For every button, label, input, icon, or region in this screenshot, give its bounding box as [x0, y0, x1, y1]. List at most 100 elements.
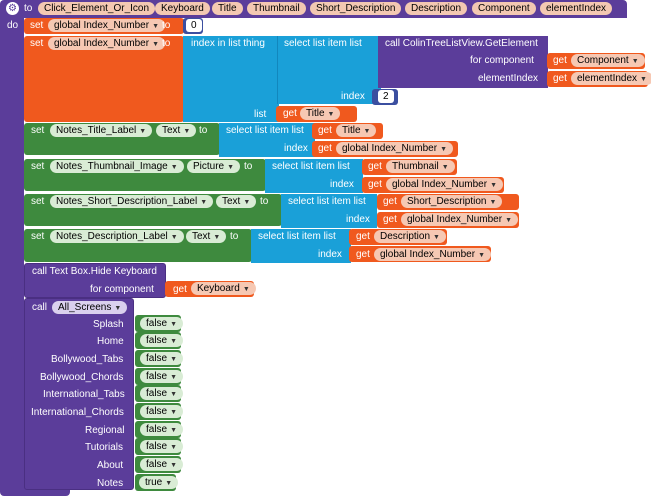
select-list-item-label: select list item list	[288, 196, 366, 208]
procedure-dropdown[interactable]: All_Screens▼	[52, 301, 128, 314]
property-dropdown[interactable]: Text▼	[186, 230, 227, 243]
get-list-dropdown[interactable]: Description▼	[374, 230, 446, 243]
dropdown-arrow-icon: ▼	[165, 480, 173, 487]
arg-label-notes: Notes	[97, 478, 124, 489]
set-keyword: set	[30, 20, 44, 31]
index-in-list-block[interactable]	[183, 36, 279, 122]
gear-icon[interactable]: ⚙	[6, 2, 19, 15]
component-dropdown[interactable]: Notes_Short_Description_Label▼	[50, 195, 214, 208]
dropdown-arrow-icon: ▼	[170, 444, 178, 451]
select-list-item-text: select list item	[288, 196, 351, 207]
get-index-dropdown[interactable]: global Index_Number▼	[401, 213, 518, 226]
get-keyword: get	[368, 161, 382, 172]
set-keyword: set	[31, 125, 45, 136]
select-list-item-block[interactable]	[281, 194, 377, 228]
arg-label-home: Home	[97, 336, 124, 347]
select-list-item-block[interactable]	[251, 229, 351, 263]
dropdown-arrow-icon: ▼	[505, 217, 512, 224]
param-name: Keyboard	[197, 283, 240, 294]
for-component-label: for component	[470, 55, 534, 66]
call-keyword: call	[32, 302, 48, 313]
list-keyword: list	[254, 109, 267, 120]
var-dropdown[interactable]: global Index_Number▼	[48, 37, 165, 50]
index-label: index	[330, 179, 354, 190]
set-keyword: set	[31, 196, 45, 207]
number-value[interactable]: 2	[378, 90, 394, 103]
dropdown-arrow-icon: ▼	[170, 409, 178, 416]
property-name: Text	[162, 125, 181, 136]
component-dropdown[interactable]: Notes_Title_Label▼	[50, 124, 153, 137]
boolean-value: true	[145, 477, 163, 488]
var-name: global Index_Number	[54, 38, 150, 49]
get-index-dropdown[interactable]: global Index_Number▼	[386, 178, 503, 191]
boolean-dropdown[interactable]: false▼	[140, 405, 184, 418]
boolean-dropdown[interactable]: true▼	[139, 476, 179, 489]
hide-keyboard-label: call Text Box.Hide Keyboard	[32, 266, 157, 277]
select-list-item-block[interactable]	[219, 123, 315, 157]
arg-label-bollywood-tabs: Bollywood_Tabs	[51, 354, 124, 365]
boolean-dropdown[interactable]: false▼	[140, 440, 184, 453]
boolean-dropdown[interactable]: false▼	[140, 370, 184, 383]
number-value[interactable]: 0	[186, 19, 202, 32]
component-name: Notes_Title_Label	[56, 125, 137, 136]
property-dropdown[interactable]: Picture▼	[187, 160, 241, 173]
select-list-item-text: select list item	[272, 161, 335, 172]
component-dropdown[interactable]: Notes_Description_Label▼	[50, 230, 184, 243]
dropdown-arrow-icon: ▼	[170, 338, 178, 345]
get-element-index-dropdown[interactable]: elementIndex▼	[571, 72, 651, 85]
get-list-dropdown[interactable]: Short_Description▼	[401, 195, 503, 208]
get-keyword: get	[383, 196, 397, 207]
var-dropdown[interactable]: global Index_Number▼	[48, 19, 165, 32]
get-index-dropdown[interactable]: global Index_Number▼	[336, 142, 453, 155]
param-description[interactable]: Description	[405, 2, 468, 15]
get-list-dropdown[interactable]: Title▼	[336, 124, 377, 137]
boolean-dropdown[interactable]: false▼	[140, 423, 184, 436]
get-element-call-block[interactable]	[378, 36, 548, 88]
set-keyword: set	[31, 161, 45, 172]
dropdown-arrow-icon: ▼	[183, 128, 191, 135]
get-keyboard-dropdown[interactable]: Keyboard▼	[191, 282, 256, 295]
boolean-dropdown[interactable]: false▼	[140, 317, 184, 330]
index-in-list-text: index in list	[191, 38, 241, 49]
hide-keyboard-call-block[interactable]	[24, 263, 166, 298]
get-component-dropdown[interactable]: Component▼	[571, 54, 645, 67]
component-name: Notes_Description_Label	[56, 231, 168, 242]
component-dropdown[interactable]: Notes_Thumbnail_Image▼	[50, 160, 184, 173]
property-dropdown[interactable]: Text▼	[156, 124, 197, 137]
param-keyboard[interactable]: Keyboard	[155, 2, 210, 15]
boolean-dropdown[interactable]: false▼	[140, 458, 184, 471]
get-list-dropdown[interactable]: Thumbnail▼	[386, 160, 455, 173]
dropdown-arrow-icon: ▼	[170, 391, 178, 398]
procedure-name[interactable]: Click_Element_Or_Icon	[38, 2, 156, 15]
param-thumbnail[interactable]: Thumbnail	[247, 2, 306, 15]
param-short-description[interactable]: Short_Description	[310, 2, 402, 15]
get-title-dropdown[interactable]: Title▼	[300, 107, 341, 120]
param-title[interactable]: Title	[212, 2, 243, 15]
property-dropdown[interactable]: Text▼	[216, 195, 257, 208]
arg-label-regional: Regional	[85, 425, 125, 436]
all-screens-call-block[interactable]	[24, 298, 134, 490]
for-component-label: for component	[90, 284, 154, 295]
dropdown-arrow-icon: ▼	[213, 234, 221, 241]
select-list-item-block[interactable]	[277, 36, 381, 104]
select-list-item-text: select list item	[226, 125, 289, 136]
get-index-dropdown[interactable]: global Index_Number▼	[374, 248, 491, 261]
boolean-dropdown[interactable]: false▼	[140, 387, 184, 400]
boolean-dropdown[interactable]: false▼	[140, 352, 184, 365]
select-list-item-block[interactable]	[265, 159, 363, 193]
set-index-from-list-block[interactable]	[24, 36, 184, 122]
select-list-item-label: select list item list	[226, 125, 304, 137]
list-keyword: list	[323, 231, 336, 242]
list-keyword: list	[349, 38, 362, 49]
thing-label: thing	[243, 38, 265, 49]
dropdown-arrow-icon: ▼	[433, 234, 440, 241]
boolean-dropdown[interactable]: false▼	[140, 334, 184, 347]
param-element-index[interactable]: elementIndex	[540, 2, 613, 15]
dropdown-arrow-icon: ▼	[489, 199, 497, 206]
get-keyword: get	[553, 55, 567, 66]
element-index-label: elementIndex	[478, 73, 539, 84]
get-keyword: get	[368, 179, 382, 190]
param-component[interactable]: Component	[472, 2, 536, 15]
select-list-item-label: select list item list	[258, 231, 336, 243]
param-name: elementIndex	[577, 73, 638, 84]
